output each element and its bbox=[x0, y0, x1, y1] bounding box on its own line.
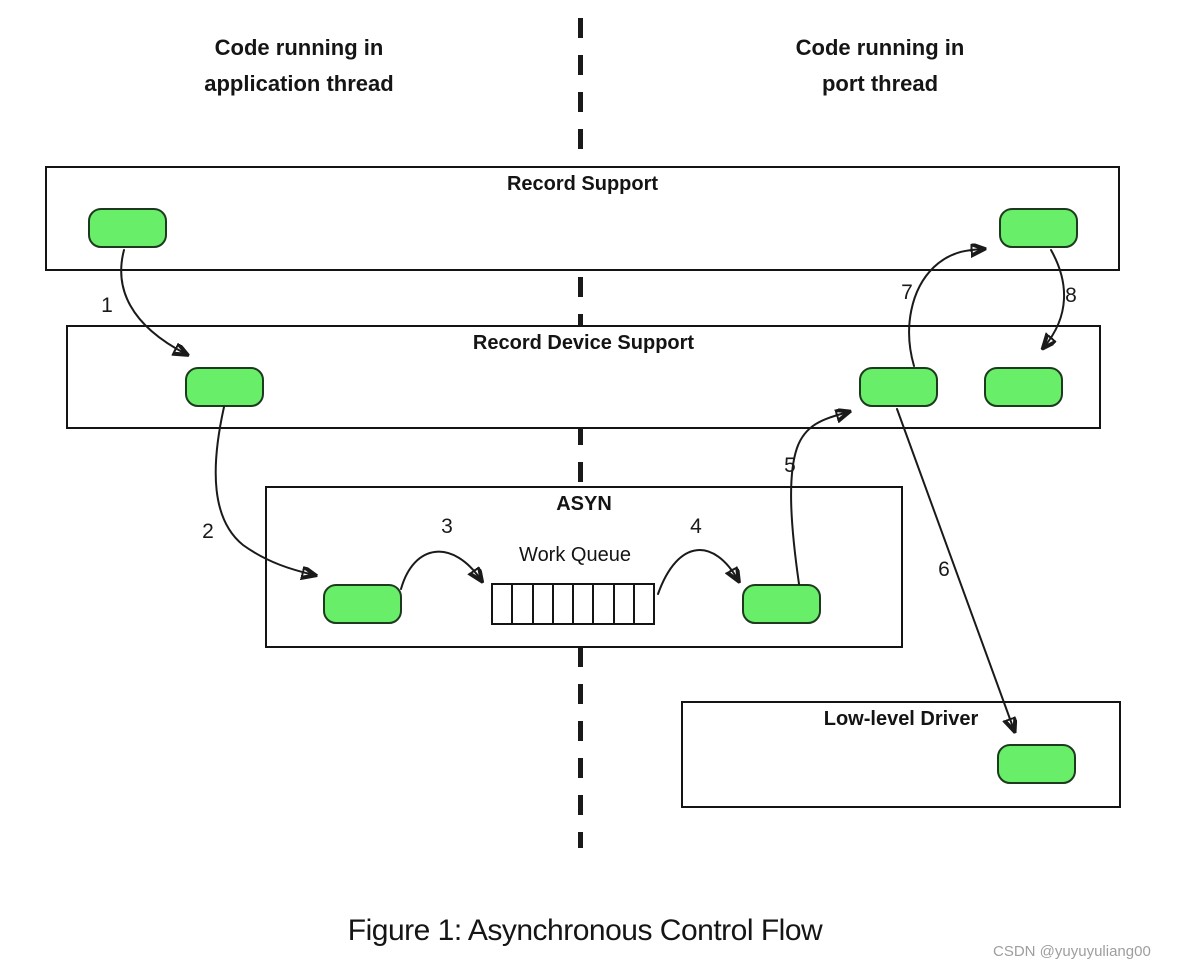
record-support-label: Record Support bbox=[506, 173, 659, 195]
arrow-8-label: 8 bbox=[1065, 284, 1077, 307]
watermark: CSDN @yuyuyuliang00 bbox=[993, 943, 1151, 960]
work-queue-cell bbox=[513, 585, 534, 623]
pill-record-support-app-thread bbox=[88, 208, 167, 248]
pill-asyn-enqueue bbox=[323, 584, 402, 624]
work-queue-cell bbox=[615, 585, 635, 623]
header-port-thread-line1: Code running in bbox=[795, 35, 965, 60]
work-queue-cell bbox=[554, 585, 574, 623]
arrow-4-label: 4 bbox=[690, 515, 702, 538]
pill-record-device-support-port-thread-left bbox=[859, 367, 938, 407]
figure-caption: Figure 1: Asynchronous Control Flow bbox=[347, 914, 823, 947]
thread-divider-dashed-line bbox=[578, 18, 583, 848]
work-queue-cell bbox=[534, 585, 554, 623]
low-level-driver-label: Low-level Driver bbox=[823, 708, 979, 730]
header-application-thread: Code running in application thread bbox=[129, 30, 469, 102]
asyn-label: ASYN bbox=[556, 493, 612, 515]
arrow-5-label: 5 bbox=[784, 454, 796, 477]
pill-asyn-dequeue bbox=[742, 584, 821, 624]
work-queue bbox=[491, 583, 655, 625]
header-application-thread-line1: Code running in bbox=[214, 35, 384, 60]
work-queue-cell bbox=[635, 585, 653, 623]
record-device-support-label: Record Device Support bbox=[472, 332, 695, 354]
header-application-thread-line2: application thread bbox=[204, 71, 394, 96]
pill-low-level-driver bbox=[997, 744, 1076, 784]
work-queue-label: Work Queue bbox=[519, 544, 631, 566]
header-port-thread-line2: port thread bbox=[821, 71, 939, 96]
work-queue-cell bbox=[493, 585, 514, 623]
header-port-thread: Code running in port thread bbox=[710, 30, 1050, 102]
arrow-6-path bbox=[896, 408, 1014, 730]
pill-record-device-support-app-thread bbox=[185, 367, 264, 407]
arrow-3-label: 3 bbox=[441, 515, 453, 538]
arrow-6-label: 6 bbox=[938, 558, 950, 581]
arrow-7-label: 7 bbox=[901, 281, 913, 304]
work-queue-cell bbox=[594, 585, 615, 623]
pill-record-device-support-port-thread-right bbox=[984, 367, 1063, 407]
arrow-2-label: 2 bbox=[202, 520, 214, 543]
arrow-1-label: 1 bbox=[101, 294, 113, 317]
work-queue-cell bbox=[574, 585, 595, 623]
record-support-box: Record Support bbox=[45, 166, 1120, 271]
pill-record-support-port-thread bbox=[999, 208, 1078, 248]
